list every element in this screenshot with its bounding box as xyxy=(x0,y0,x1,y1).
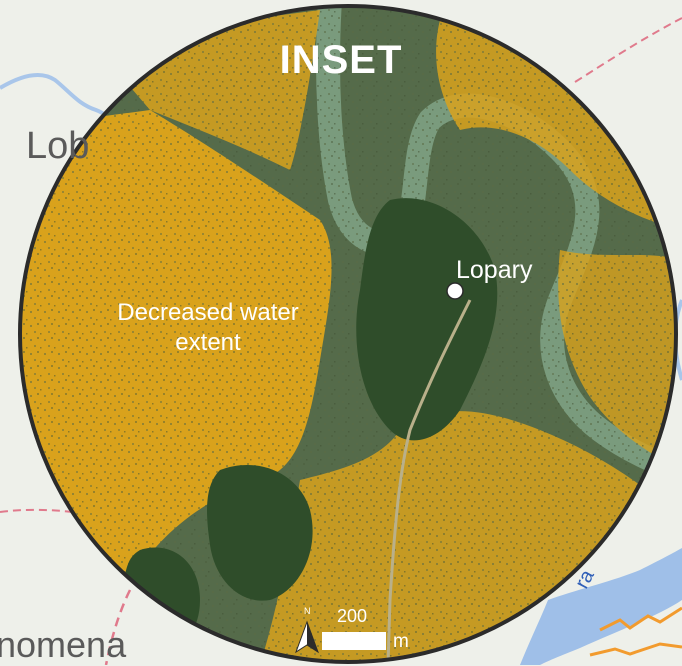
basemap-flood-bottom-right-2 xyxy=(589,642,682,657)
basemap-boundary-top xyxy=(574,17,682,83)
basemap-river-bottom-right xyxy=(520,548,682,665)
settlement-label: Lopary xyxy=(456,256,533,284)
north-arrow-icon xyxy=(295,620,319,654)
scale-unit: m xyxy=(393,631,409,652)
vegetation-south xyxy=(207,464,313,601)
inset-title: INSET xyxy=(279,38,403,82)
basemap-boundary-bottom xyxy=(104,589,132,665)
lopary-marker[interactable] xyxy=(446,282,464,300)
basemap-place-label-bottom-left: nomena xyxy=(0,624,127,665)
basemap-flood-bottom-right xyxy=(599,606,682,632)
inset-border xyxy=(18,4,678,664)
decreased-water-extent-label: Decreased water extent xyxy=(117,299,299,356)
basemap-place-label-top-left: Lob xyxy=(26,125,90,167)
settlement-road xyxy=(386,299,472,662)
north-letter: N xyxy=(304,606,311,616)
scale-value: 200 xyxy=(337,606,368,626)
scale-bar xyxy=(322,632,386,650)
vegetation-village xyxy=(356,198,498,441)
